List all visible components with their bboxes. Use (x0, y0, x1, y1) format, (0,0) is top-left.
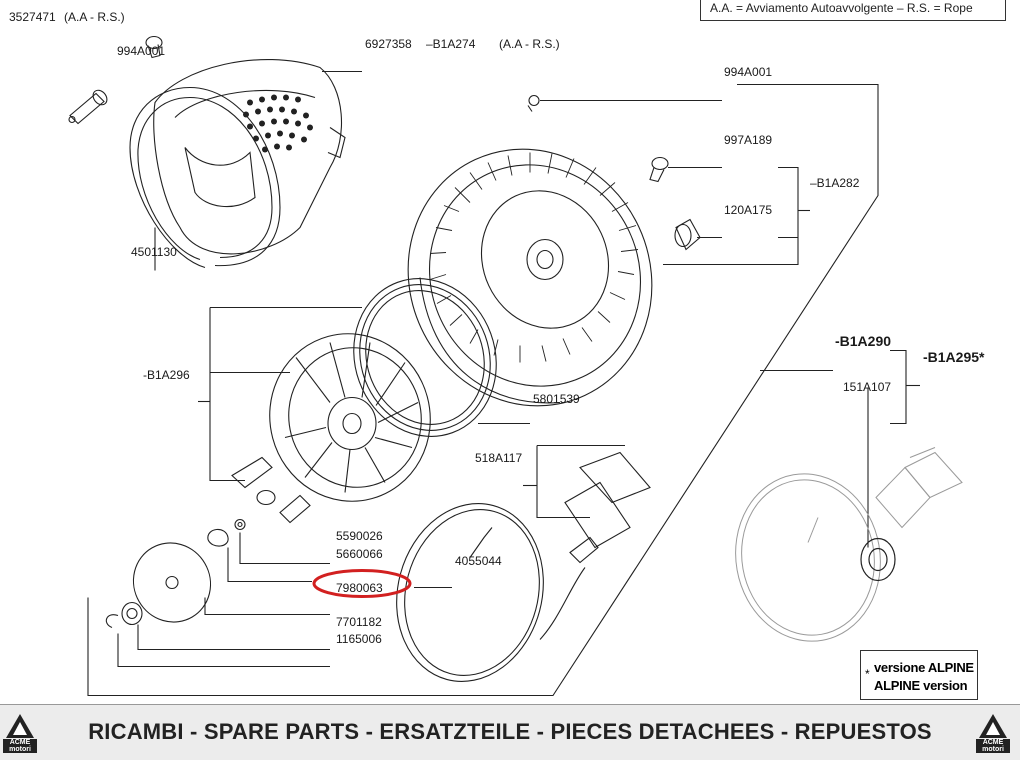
screw-997A189 (649, 156, 669, 183)
footer-bar: ACME motori RICAMBI - SPARE PARTS - ERSA… (0, 704, 1020, 760)
label-7701182: 7701182 (336, 615, 382, 629)
label-7980063: 7980063 (336, 581, 383, 595)
label-994A001-right: 994A001 (724, 65, 773, 79)
label-518A117: 518A117 (475, 451, 523, 465)
label-5660066: 5660066 (336, 547, 383, 561)
label-4055044: 4055044 (455, 554, 502, 568)
washer-7701182 (121, 601, 143, 626)
starter-housing (407, 148, 653, 407)
logo-brand-text: ACME motori (976, 739, 1010, 753)
label-120A175: 120A175 (724, 203, 773, 217)
acme-logo-icon: ACME motori (3, 713, 37, 753)
acme-logo-icon: ACME motori (976, 713, 1010, 753)
label-997A189: 997A189 (724, 133, 773, 147)
ring-4501130 (129, 86, 281, 269)
label-3527471-note: (A.A - R.S.) (64, 10, 125, 24)
footer-title: RICAMBI - SPARE PARTS - ERSATZTEILE - PI… (88, 719, 932, 744)
friction-plate-7980063 (132, 542, 212, 623)
rope-pulley (269, 333, 431, 502)
pawl-parts (207, 456, 311, 547)
handle-518A117 (523, 444, 651, 564)
alpine-note-line1: versione ALPINE (874, 660, 974, 675)
logo-brand-text: ACME motori (3, 739, 37, 753)
label-B1A295: -B1A295* (923, 349, 985, 365)
label-6927358: 6927358 (365, 37, 412, 51)
screw-3527471 (68, 89, 108, 125)
alpine-note-line2: ALPINE version (874, 678, 968, 693)
housing-ribs (429, 152, 639, 363)
circlip-1165006 (105, 614, 119, 629)
alpine-version-ghost (735, 447, 963, 642)
abbreviation-legend-box: A.A. = Avviamento Autoavvolgente – R.S. … (700, 0, 1006, 21)
label-B1A282: –B1A282 (810, 176, 860, 190)
group-bracket-line (87, 83, 879, 697)
label-4501130: 4501130 (131, 245, 177, 259)
label-5801539: 5801539 (533, 392, 580, 406)
label-151A107: 151A107 (843, 380, 892, 394)
abbreviation-legend-text: A.A. = Avviamento Autoavvolgente – R.S. … (710, 1, 973, 15)
alpine-asterisk: * (865, 667, 870, 681)
screw-994A001-top (145, 35, 163, 59)
label-1165006: 1165006 (336, 632, 382, 646)
label-B1A290: -B1A290 (835, 333, 892, 349)
cover-6927358 (153, 59, 346, 255)
label-994A001-top: 994A001 (117, 44, 166, 58)
label-B1A296: -B1A296 (143, 368, 190, 382)
pawl-120A175 (674, 218, 701, 251)
label-5590026: 5590026 (336, 529, 383, 543)
screw-994A001-right (527, 94, 540, 112)
label-B1A274: –B1A274 (426, 37, 476, 51)
alpine-grip (860, 537, 896, 582)
highlight-ellipse-5660066 (312, 569, 412, 598)
label-3527471: 3527471 (9, 10, 56, 24)
alpine-version-note: * versione ALPINE ALPINE version (860, 650, 978, 700)
rope-4055044 (396, 503, 586, 682)
label-B1A274-note: (A.A - R.S.) (499, 37, 560, 51)
